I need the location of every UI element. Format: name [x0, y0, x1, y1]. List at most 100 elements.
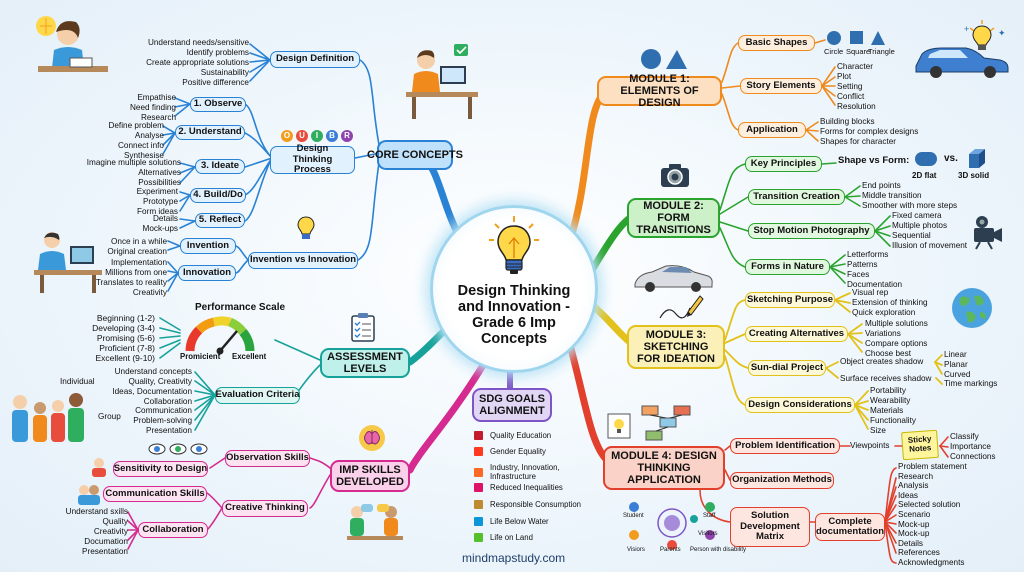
surface-shadow-text: Surface receives shadow [840, 374, 932, 383]
solution-matrix-node[interactable]: Solution Development Matrix [730, 507, 810, 547]
story-elements-node[interactable]: Story Elements [740, 78, 822, 94]
basic-shapes-node[interactable]: Basic Shapes [738, 35, 815, 51]
module-3-node[interactable]: MODULE 3: SKETCHING FOR IDEATION [627, 325, 725, 369]
sundial-project-node[interactable]: Sun-dial Project [748, 360, 826, 376]
list-item: Importance [950, 442, 991, 451]
process-letters: O U I B R [281, 130, 353, 142]
innovation-node[interactable]: Innovation [178, 265, 236, 281]
list-item: Synthesise [123, 151, 164, 160]
creative-label: Creative Thinking [225, 502, 305, 514]
module-3-title: MODULE 3: SKETCHING FOR IDEATION [636, 328, 715, 366]
list-item: Choose best [865, 349, 911, 358]
communication-skills-node[interactable]: Communication Skills [103, 486, 207, 502]
complete-documentation-node[interactable]: Complete documentation [815, 513, 885, 541]
understand-list: Define problem Analyse Connect info Synt… [108, 121, 164, 161]
imp-skills-node[interactable]: IMP SKILLS DEVELOPED [330, 460, 410, 492]
step-ideate-node[interactable]: 3. Ideate [195, 159, 245, 174]
transition-creation-node[interactable]: Transition Creation [748, 189, 845, 205]
megaphone-group-icon [78, 485, 100, 505]
transition-list: End points Middle transition Smoother wi… [862, 181, 957, 211]
module-2-node[interactable]: MODULE 2: FORM TRANSITIONS [627, 198, 720, 238]
list-item: Understand sxills [65, 507, 128, 516]
step-label: 1. Observe [193, 98, 243, 110]
assessment-levels-node[interactable]: ASSESSMENT LEVELS [320, 348, 410, 378]
organization-methods-node[interactable]: Organization Methods [730, 472, 834, 489]
central-topic[interactable]: Design Thinking and Innovation - Grade 6… [430, 205, 598, 373]
invention-label: Invention [186, 239, 230, 251]
sdg-item: Reduced Inequalities [474, 483, 563, 492]
basic-shapes-label: Basic Shapes [745, 36, 808, 48]
design-thinking-process-node[interactable]: Design Thinking Process [270, 144, 355, 175]
circle-triangle-icon [641, 49, 687, 69]
list-item: Shapes for character [820, 137, 897, 146]
step-reflect-node[interactable]: 5. Reflect [195, 213, 245, 228]
list-item: Creativity [132, 288, 167, 297]
list-item: Documation [84, 537, 128, 546]
individual-label: Individual [60, 377, 95, 386]
sdg-label: Life Below Water [490, 517, 549, 526]
brain-icon [359, 425, 385, 451]
list-item: Materials [870, 406, 904, 415]
module-4-node[interactable]: MODULE 4: DESIGN THINKING APPLICATION [603, 446, 725, 490]
ideate-list: Imagine multiple solutions Alternatives … [87, 158, 181, 188]
list-item: Character [837, 62, 873, 71]
module-1-node[interactable]: MODULE 1: ELEMENTS OF DESIGN [597, 73, 722, 109]
list-item: Patterns [847, 260, 878, 269]
step-understand-node[interactable]: 2. Understand [175, 125, 245, 140]
transition-label: Transition Creation [753, 190, 840, 202]
globe-icon [952, 288, 992, 328]
design-definition-node[interactable]: Design Definition [270, 51, 360, 68]
eyes-icon [148, 443, 208, 455]
shape-circle-label: Circle [824, 47, 844, 56]
list-item: Details [152, 214, 178, 223]
sundial-label: Sun-dial Project [750, 361, 824, 373]
site-footer[interactable]: mindmapstudy.com [462, 551, 566, 565]
list-item: Portability [870, 386, 906, 395]
sdg-goals-node[interactable]: SDG GOALS ALIGNMENT [472, 388, 552, 422]
design-considerations-node[interactable]: Design Considerations [745, 397, 855, 413]
sdg-label: Gender Equality [490, 447, 546, 456]
problem-identification-node[interactable]: Problem Identification [730, 438, 840, 454]
list-item: Form ideas [137, 207, 178, 216]
list-item: Classify [950, 432, 979, 441]
gauge-icon [185, 316, 255, 355]
performance-scale-title: Performance Scale [195, 302, 286, 313]
step-build-node[interactable]: 4. Build/Do [190, 188, 246, 203]
core-concepts-node[interactable]: CORE CONCEPTS [367, 140, 463, 170]
sensitivity-label: Sensitivity to Design [113, 462, 208, 474]
list-item: Prototype [142, 197, 178, 206]
gauge-label-left: Promicient [180, 352, 221, 361]
invention-vs-innovation-node[interactable]: Invention vs Innovation [248, 252, 358, 269]
key-principles-node[interactable]: Key Principles [745, 156, 822, 172]
creating-alternatives-node[interactable]: Creating Alternatives [745, 326, 848, 342]
invention-node[interactable]: Invention [180, 238, 236, 254]
collaboration-list: Understand sxills Quality Creativity Doc… [66, 507, 128, 557]
evaluation-criteria-node[interactable]: Evaluation Criteria [215, 387, 300, 404]
step-label: 5. Reflect [198, 214, 242, 226]
stop-motion-node[interactable]: Stop Motion Photography [748, 223, 875, 239]
group-criteria-list: Communication Problem-solving Presentati… [133, 406, 192, 436]
collaboration-node[interactable]: Collaboration [138, 522, 208, 538]
observation-skills-node[interactable]: Observation Skills [225, 450, 310, 467]
flat-shape-icon [915, 152, 937, 166]
list-item: Analysis [898, 481, 929, 491]
creative-thinking-node[interactable]: Creative Thinking [222, 500, 308, 517]
story-elements-list: Character Plot Setting Conflict Resoluti… [837, 62, 876, 112]
sketching-purpose-node[interactable]: Sketching Purpose [745, 292, 835, 308]
list-item: Empathise [137, 93, 176, 102]
sensitivity-to-design-node[interactable]: Sensitivity to Design [113, 461, 208, 477]
performance-levels-list: Beginning (1-2) Developing (3-4) Promisi… [92, 313, 155, 363]
list-item: Conflict [837, 92, 865, 101]
application-node[interactable]: Application [738, 122, 806, 138]
stakeholders-icon [629, 502, 715, 550]
sdg-label: Industry, Innovation, Infrastructure [490, 463, 560, 481]
list-item: Extension of thinking [852, 298, 928, 307]
forms-in-nature-node[interactable]: Forms in Nature [745, 259, 830, 275]
list-item: Setting [837, 82, 863, 91]
list-item: Presentation [146, 426, 192, 435]
list-item: Quick exploration [852, 308, 916, 317]
shape-square-label: Square [846, 47, 871, 56]
innovation-list: Implementation Millions from one Transla… [96, 258, 167, 298]
flowchart-icon [641, 405, 691, 441]
step-observe-node[interactable]: 1. Observe [190, 97, 246, 112]
